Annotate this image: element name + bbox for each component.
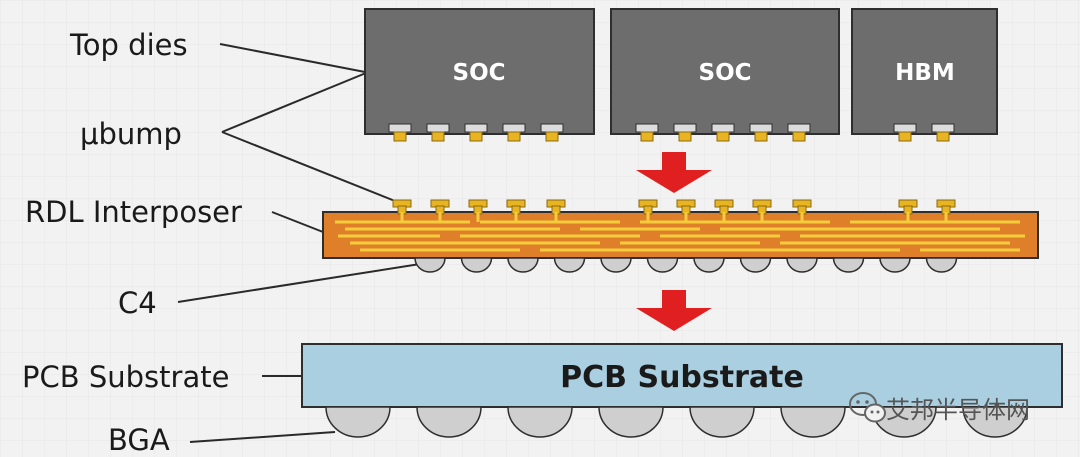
die-label: SOC: [699, 60, 752, 86]
ubump: [430, 199, 450, 222]
die-hbm: HBM: [851, 8, 998, 142]
ubump: [676, 199, 696, 222]
side-labels: Top dies μbump RDL Interposer C4 PCB Sub…: [22, 28, 242, 457]
c4-ball: [925, 257, 958, 273]
bga-ball: [416, 406, 482, 438]
leader-bga: [189, 431, 336, 443]
bga-ball: [689, 406, 755, 438]
rdl-interposer: [322, 199, 1039, 259]
ubump: [792, 199, 812, 222]
c4-ball: [553, 257, 586, 273]
label-ubump: μbump: [80, 117, 182, 151]
c4-ball: [786, 257, 818, 273]
leader-rdl-interposer: [271, 211, 324, 233]
c4-ball: [460, 257, 493, 273]
c4-ball: [832, 257, 865, 273]
leader-ubump-interposer: [221, 131, 401, 204]
ubump: [673, 123, 697, 142]
c4-ball: [739, 257, 772, 273]
ubump: [893, 123, 917, 142]
bga-ball: [598, 406, 664, 438]
ubump: [506, 199, 526, 222]
ubump: [388, 123, 412, 142]
top-dies-layer: SOC SOC HBM: [364, 8, 998, 142]
bga-ball: [962, 406, 1028, 438]
ubump: [546, 199, 566, 222]
die-label: SOC: [453, 60, 506, 86]
leader-ubump-die: [221, 72, 367, 133]
watermark-text: 艾邦半导体网: [886, 396, 1030, 424]
rdl-traces: [335, 220, 1025, 252]
leader-c4: [177, 263, 421, 303]
ubump: [502, 123, 526, 142]
bga-ball: [507, 406, 573, 438]
arrow-down-icon: [636, 290, 712, 331]
leader-lines: [177, 43, 421, 443]
substrate-label: PCB Substrate: [560, 360, 804, 395]
label-pcb-substrate: PCB Substrate: [22, 360, 229, 394]
label-bga: BGA: [108, 423, 170, 457]
ubump: [635, 123, 659, 142]
wechat-icon: [849, 392, 886, 423]
c4-ball: [600, 257, 632, 273]
watermark: 艾邦半导体网: [849, 392, 1030, 424]
arrow-down-icon: [636, 152, 712, 193]
substrate-body: [301, 343, 1063, 408]
c4-bump-row: [414, 257, 958, 273]
pcb-substrate: PCB Substrate: [301, 343, 1063, 408]
c4-ball: [414, 257, 446, 273]
ubump: [898, 199, 918, 222]
ubump: [464, 123, 488, 142]
ubump: [931, 123, 955, 142]
label-top-dies: Top dies: [69, 28, 188, 62]
ubump: [714, 199, 734, 222]
ubump: [426, 123, 450, 142]
ubump: [936, 199, 956, 222]
bga-ball-row: [325, 406, 1028, 438]
bga-ball: [325, 406, 391, 438]
c4-ball: [693, 257, 725, 273]
ubump: [711, 123, 735, 142]
ubump: [752, 199, 772, 222]
die-label: HBM: [895, 60, 955, 86]
ubump: [540, 123, 564, 142]
ubump: [749, 123, 773, 142]
ubump: [787, 123, 811, 142]
ubump: [468, 199, 488, 222]
label-rdl-interposer: RDL Interposer: [25, 195, 242, 229]
c4-ball: [879, 257, 911, 273]
die-soc-1: SOC: [364, 8, 595, 142]
ubump: [392, 199, 412, 222]
ubump: [638, 199, 658, 222]
die-soc-2: SOC: [610, 8, 840, 142]
c4-ball: [646, 257, 679, 273]
bga-ball: [780, 406, 846, 438]
leader-top-dies: [219, 43, 366, 73]
label-c4: C4: [118, 286, 157, 320]
c4-ball: [507, 257, 539, 273]
assembly-arrows: [636, 152, 712, 331]
